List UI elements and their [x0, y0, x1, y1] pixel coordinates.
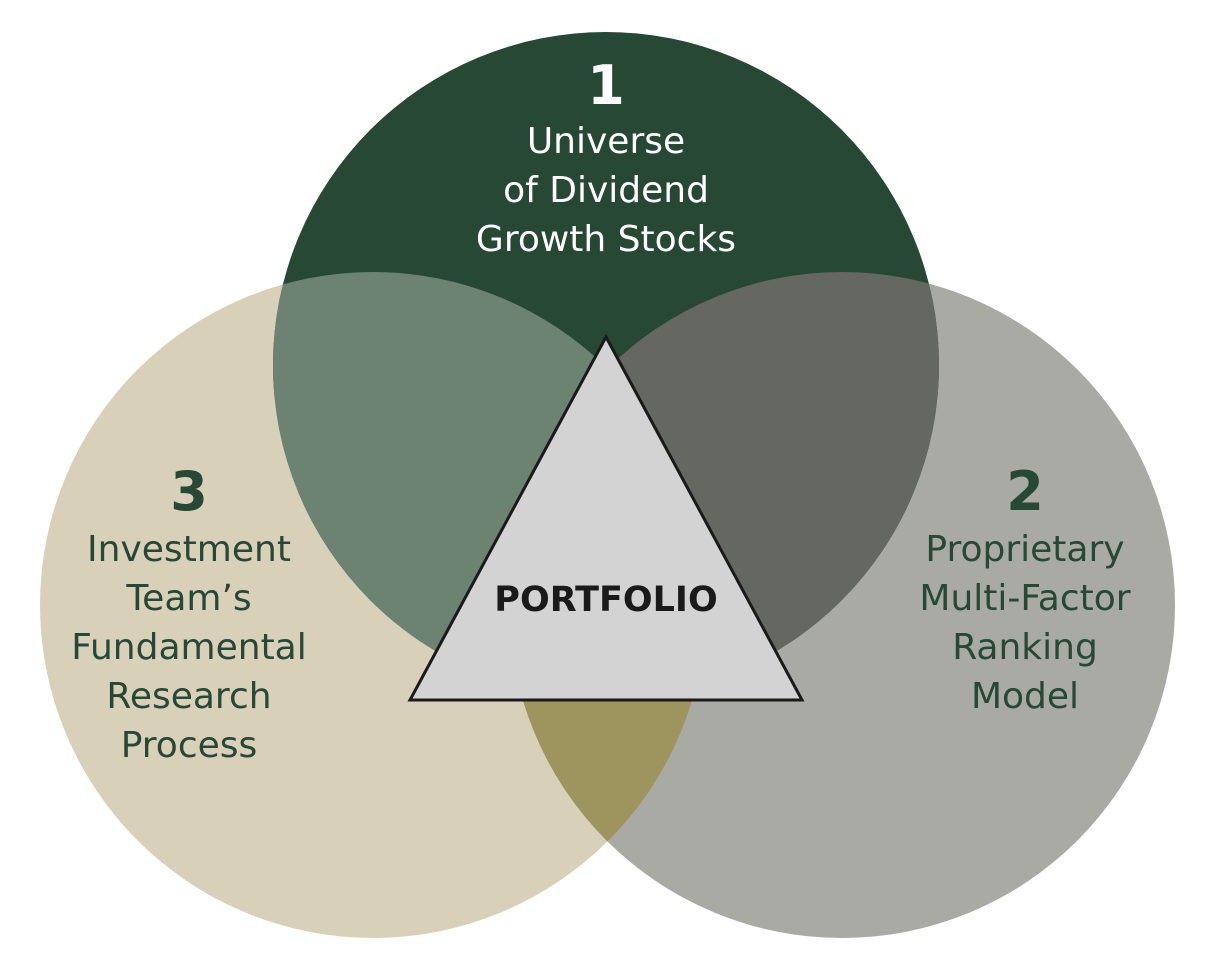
ranking-model-label-line-3: Ranking [952, 627, 1098, 668]
portfolio-triangle [407, 333, 805, 702]
research-process-number: 3 [170, 460, 208, 523]
universe-label-line-2: of Dividend [503, 170, 709, 211]
universe-number: 1 [587, 54, 625, 117]
research-process-label-line-2: Team’s [125, 578, 251, 619]
portfolio-label: PORTFOLIO [494, 580, 717, 620]
universe-label-line-3: Growth Stocks [476, 219, 736, 260]
ranking-model-label-line-1: Proprietary [925, 529, 1124, 570]
research-process-label-line-4: Research [106, 676, 271, 717]
ranking-model-number: 2 [1006, 460, 1044, 523]
ranking-model-label-line-4: Model [971, 676, 1079, 717]
ranking-model-label-line-2: Multi-Factor [919, 578, 1130, 619]
research-process-label-line-3: Fundamental [71, 627, 307, 668]
research-process-label-line-5: Process [121, 725, 258, 766]
research-process-label-line-1: Investment [87, 529, 291, 570]
universe-label-line-1: Universe [527, 121, 685, 162]
